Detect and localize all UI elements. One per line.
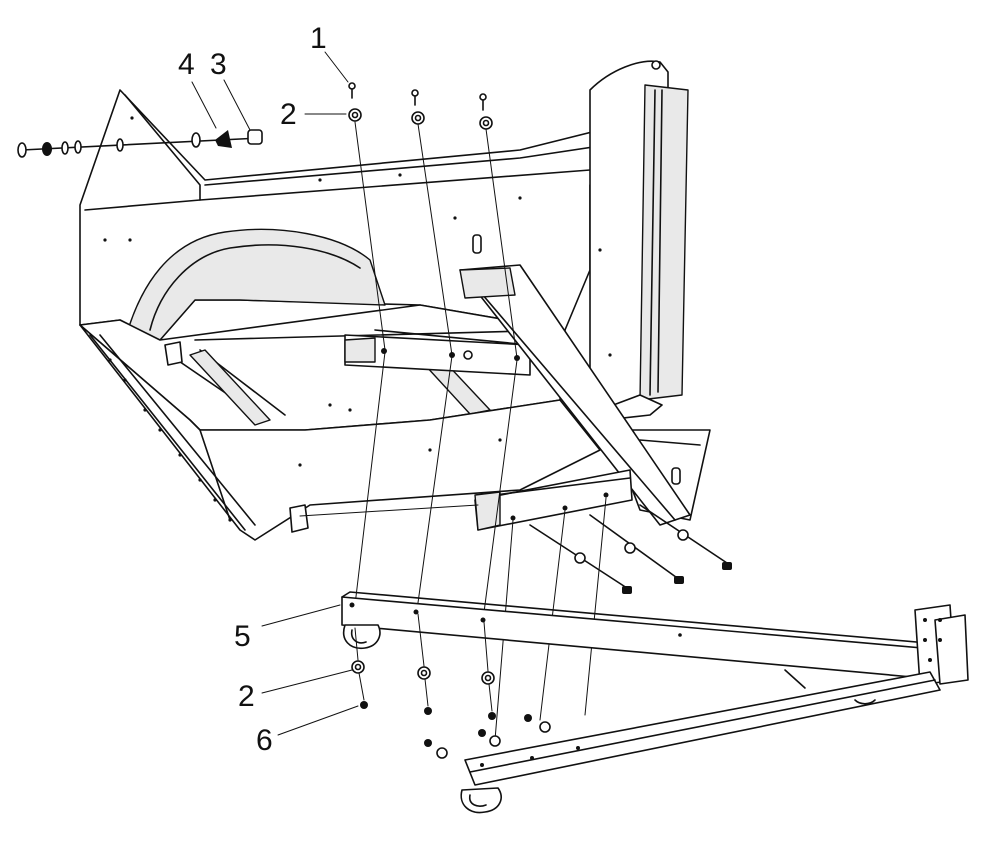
callout-2-bottom: 2 [238,680,255,713]
callout-5: 5 [234,620,251,653]
bolt-stack-left [348,82,362,122]
side-bolts [529,504,732,594]
body-crossmember-upper [344,329,531,376]
lower-frame [341,591,969,814]
callout-leaders [191,51,359,736]
lower-fasteners [351,613,551,759]
bolt-stack-middle [411,89,425,125]
body-diagonal-rail [459,264,691,526]
callout-4: 4 [178,48,195,81]
callout-3: 3 [210,48,227,81]
latch-hardware [17,129,263,158]
callout-1: 1 [310,22,327,55]
callout-2-top: 2 [280,98,297,131]
bolt-stack-right [479,93,493,130]
body-crossmember-lower [474,469,633,531]
callout-6: 6 [256,724,273,757]
